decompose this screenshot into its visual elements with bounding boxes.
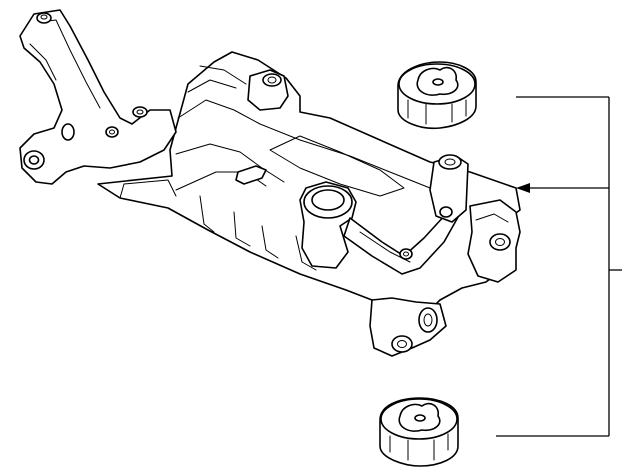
left-arm-eye <box>23 150 45 170</box>
left-mount-bolt <box>132 106 148 118</box>
right-strut-bolt <box>399 248 413 260</box>
lower-arm-eye-2 <box>391 335 413 353</box>
lower-arm-eye-1 <box>418 307 438 333</box>
left-mount-bolt-2 <box>105 126 119 138</box>
front-subframe[interactable] <box>19 9 521 357</box>
leader-arrowhead <box>516 183 530 193</box>
lower-bushing-core <box>398 402 441 432</box>
left-front-arm <box>19 9 177 185</box>
center-slot <box>235 165 267 185</box>
lower-bushing[interactable] <box>379 397 459 467</box>
callout-bracket <box>496 96 622 437</box>
left-arm-bolt <box>36 12 52 24</box>
upper-bushing-core <box>416 66 459 96</box>
upper-bushing[interactable] <box>397 61 477 130</box>
